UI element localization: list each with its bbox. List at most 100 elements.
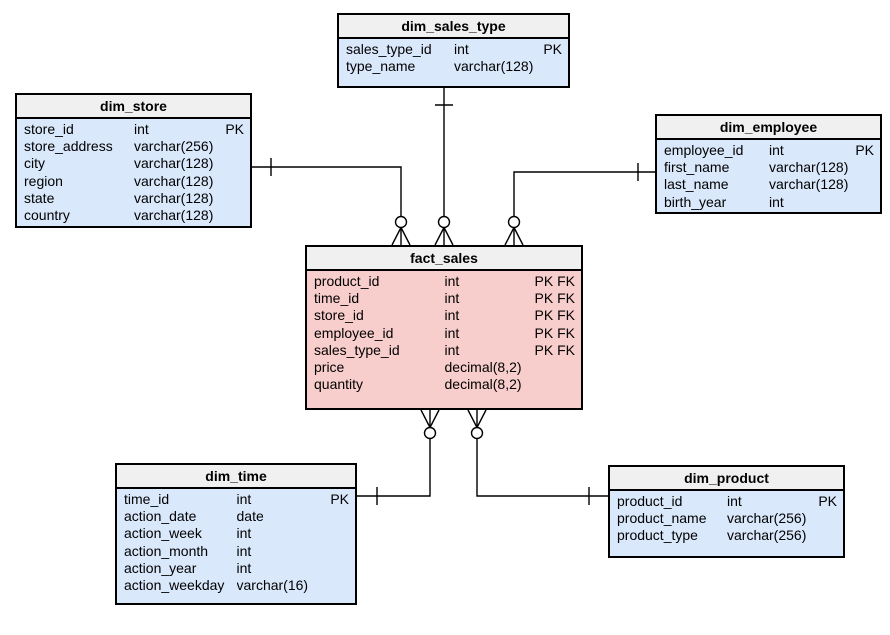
- column-name: store_id: [314, 307, 364, 324]
- key-badge: [571, 376, 575, 393]
- column-name: region: [24, 172, 63, 189]
- column-name: time_id: [314, 290, 360, 307]
- key-badge: PK FK: [534, 324, 575, 341]
- relationship-line-dim_store-fact_sales: [252, 166, 402, 245]
- key-badge: PK FK: [534, 273, 575, 289]
- column-type: int: [444, 273, 460, 289]
- table-title-dim_product: dim_product: [610, 467, 843, 491]
- column-name: product_type: [617, 527, 698, 544]
- table-title-dim_employee: dim_employee: [657, 116, 880, 140]
- column-type: int: [769, 193, 784, 210]
- column-name: action_week: [124, 525, 202, 542]
- column-name: action_month: [124, 542, 209, 559]
- key-badge: [833, 510, 837, 527]
- column-row: action_week int: [124, 525, 349, 542]
- key-badge: [345, 525, 349, 542]
- column-row: store_address varchar(256): [24, 138, 244, 155]
- column-type: int: [769, 142, 784, 158]
- column-type: decimal(8,2): [444, 359, 522, 376]
- column-name: country: [24, 207, 70, 224]
- column-name: product_id: [617, 493, 683, 509]
- column-name: employee_id: [664, 142, 744, 158]
- column-name: quantity: [314, 376, 364, 393]
- column-row: action_year int: [124, 560, 349, 577]
- key-badge: [240, 138, 244, 155]
- key-badge: PK: [225, 121, 244, 137]
- column-name: product_name: [617, 510, 707, 527]
- column-type: int: [236, 559, 252, 576]
- column-row: type_name varchar(128): [346, 58, 562, 75]
- key-badge: [240, 173, 244, 190]
- column-type: decimal(8,2): [444, 376, 522, 393]
- table-title-fact_sales: fact_sales: [307, 247, 581, 271]
- table-title-dim_time: dim_time: [117, 465, 355, 489]
- column-row: product_name varchar(256): [617, 510, 837, 527]
- column-name: first_name: [664, 159, 730, 176]
- column-name: type_name: [346, 58, 416, 75]
- column-name: time_id: [124, 491, 170, 507]
- key-badge: PK FK: [534, 290, 575, 307]
- column-name: product_id: [314, 273, 380, 289]
- key-badge: PK: [855, 142, 874, 158]
- key-badge: [345, 577, 349, 594]
- column-type: date: [236, 508, 264, 525]
- relationship-line-dim_product-fact_sales: [476, 410, 608, 497]
- zero-circle-dim_employee-fact_sales: [507, 215, 521, 229]
- key-badge: PK: [543, 41, 562, 57]
- column-type: varchar(128): [134, 155, 214, 172]
- column-type: varchar(128): [454, 58, 534, 75]
- column-type: int: [444, 324, 460, 341]
- column-name: action_year: [124, 559, 197, 576]
- column-type: varchar(128): [134, 189, 214, 206]
- column-type: varchar(128): [769, 159, 849, 176]
- key-badge: [345, 560, 349, 577]
- column-row: city varchar(128): [24, 155, 244, 172]
- column-type: varchar(256): [727, 510, 807, 527]
- key-badge: [240, 190, 244, 207]
- column-type: int: [727, 493, 742, 509]
- column-name: store_address: [24, 138, 113, 155]
- key-badge: [833, 527, 837, 544]
- table-dim_product[interactable]: dim_product product_id int PK product_name va…: [608, 465, 845, 558]
- key-badge: [870, 176, 874, 193]
- key-badge: [345, 508, 349, 525]
- key-badge: [240, 207, 244, 224]
- key-badge: [558, 58, 562, 75]
- column-row: quantity decimal(8,2): [314, 376, 575, 393]
- key-badge: [870, 159, 874, 176]
- zero-circle-dim_time-fact_sales: [423, 426, 437, 440]
- table-title-dim_sales_type: dim_sales_type: [339, 15, 568, 39]
- column-type: int: [236, 542, 252, 559]
- relationship-line-dim_time-fact_sales: [357, 410, 431, 497]
- column-type: varchar(256): [134, 138, 214, 155]
- column-row: employee_id int PK: [664, 142, 874, 159]
- crow-foot-dim_product-fact_sales: [467, 409, 487, 428]
- column-name: city: [24, 155, 45, 172]
- zero-circle-dim_product-fact_sales: [470, 426, 484, 440]
- key-badge: PK FK: [534, 307, 575, 324]
- column-row: action_month int: [124, 543, 349, 560]
- crow-foot-dim_store-fact_sales: [391, 227, 411, 246]
- column-type: int: [236, 525, 252, 542]
- key-badge: PK: [818, 493, 837, 509]
